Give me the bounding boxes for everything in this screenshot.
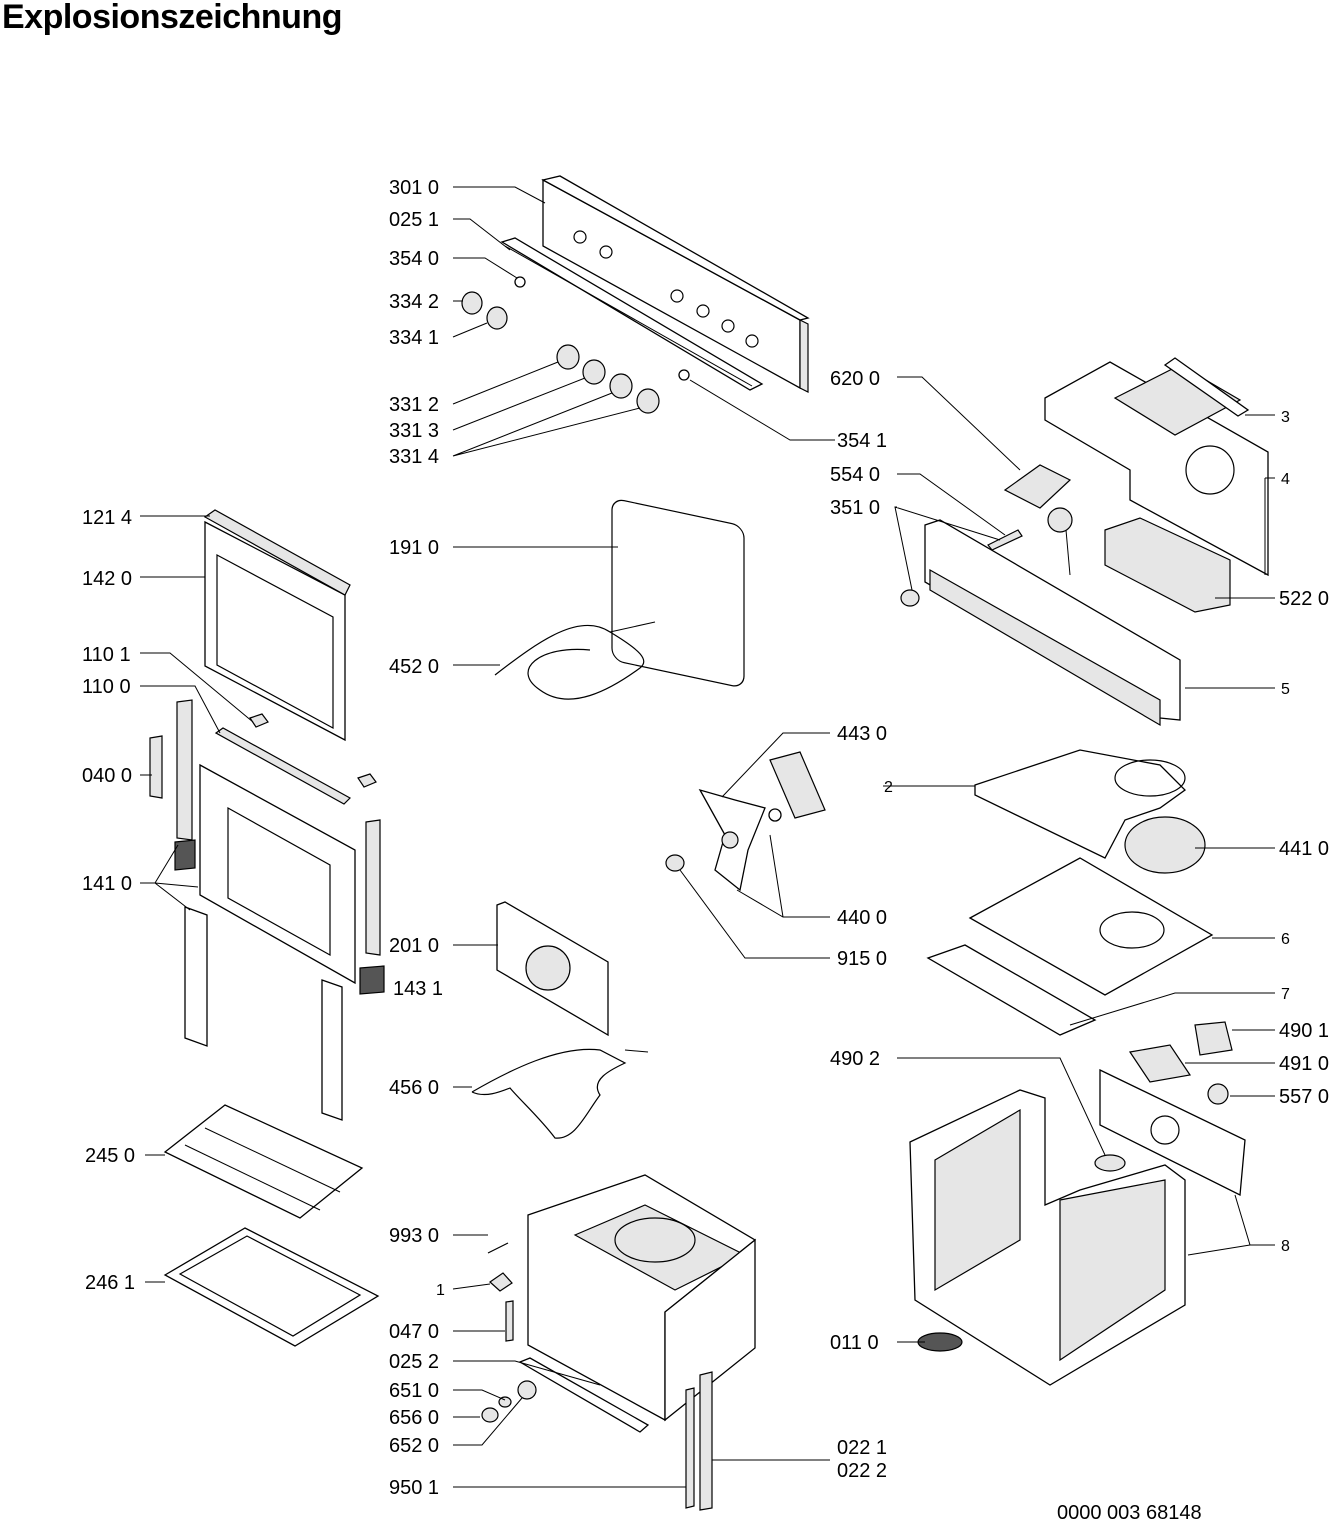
label-142-0: 142 0 [82, 568, 132, 590]
control-knobs [461, 276, 690, 414]
bottom-plate-7 [926, 944, 1097, 1036]
label-522-0: 522 0 [1279, 588, 1329, 610]
rear-panel-8 [1099, 1068, 1246, 1197]
label-334-1: 334 1 [389, 327, 439, 349]
label-452-0: 452 0 [389, 656, 439, 678]
label-557-0: 557 0 [1279, 1086, 1329, 1108]
oven-cavity [518, 1174, 757, 1511]
control-panel-rail [500, 237, 764, 391]
label-047-0: 047 0 [389, 1321, 439, 1343]
label-993-0: 993 0 [389, 1225, 439, 1247]
callout-1: 1 [436, 1282, 445, 1299]
label-491-0: 491 0 [1279, 1053, 1329, 1075]
label-334-2: 334 2 [389, 291, 439, 313]
label-440-0: 440 0 [837, 907, 887, 929]
callout-4: 4 [1281, 471, 1290, 488]
callout-8: 8 [1281, 1238, 1290, 1255]
label-651-0: 651 0 [389, 1380, 439, 1402]
fan-motor-441 [1124, 816, 1206, 874]
label-022-2: 022 2 [837, 1460, 887, 1482]
label-490-1: 490 1 [1279, 1020, 1329, 1042]
label-554-0: 554 0 [830, 464, 880, 486]
label-490-2: 490 2 [830, 1048, 880, 1070]
label-143-1: 143 1 [393, 978, 443, 1000]
label-620-0: 620 0 [830, 368, 880, 390]
label-301-0: 301 0 [389, 177, 439, 199]
top-grill-element-452 [494, 621, 656, 700]
label-354-0: 354 0 [389, 248, 439, 270]
label-331-2: 331 2 [389, 394, 439, 416]
label-025-2: 025 2 [389, 1351, 439, 1373]
label-652-0: 652 0 [389, 1435, 439, 1457]
thermostat-554 [987, 507, 1073, 576]
fan-motor-443 [768, 751, 826, 822]
page-title: Explosionszeichnung [2, 0, 342, 36]
bottom-element-456 [471, 1048, 649, 1139]
rear-control-board [1044, 357, 1269, 577]
label-351-0: 351 0 [830, 497, 880, 519]
label-245-0: 245 0 [85, 1145, 135, 1167]
callout-3: 3 [1281, 409, 1290, 426]
label-456-0: 456 0 [389, 1077, 439, 1099]
label-040-0: 040 0 [82, 765, 132, 787]
label-110-1: 110 1 [82, 644, 131, 666]
relay-module-522 [1104, 517, 1231, 613]
small-fixtures [481, 1242, 537, 1423]
small-parts-490-557 [1094, 1021, 1233, 1172]
front-control-housing [900, 519, 1181, 727]
label-656-0: 656 0 [389, 1407, 439, 1429]
label-022-1: 022 1 [837, 1437, 887, 1459]
callout-7: 7 [1281, 986, 1290, 1003]
door-seal-191 [611, 499, 745, 687]
wire-shelf-245 [163, 1104, 364, 1219]
label-110-0: 110 0 [82, 676, 131, 698]
label-141-0: 141 0 [82, 873, 132, 895]
label-011-0: 011 0 [830, 1332, 879, 1354]
switch-block-620 [1003, 464, 1072, 509]
door-side-strips [184, 906, 343, 1121]
label-441-0: 441 0 [1279, 838, 1329, 860]
bottom-cover-6 [968, 857, 1214, 996]
label-443-0: 443 0 [837, 723, 887, 745]
label-121-4: 121 4 [82, 507, 132, 529]
label-915-0: 915 0 [837, 948, 887, 970]
inner-door-glass [199, 763, 356, 985]
baking-tray-246 [163, 1227, 380, 1347]
door-hinges [149, 699, 385, 995]
outer-housing [909, 1089, 1186, 1386]
label-331-4: 331 4 [389, 446, 439, 468]
callout-2: 2 [884, 779, 893, 796]
label-950-1: 950 1 [389, 1477, 439, 1499]
callout-5: 5 [1281, 681, 1290, 698]
control-panel-fascia [541, 175, 810, 393]
label-025-1: 025 1 [389, 209, 439, 231]
label-354-1: 354 1 [837, 430, 887, 452]
label-201-0: 201 0 [389, 935, 439, 957]
part-labels: 301 0 025 1 354 0 334 2 334 1 331 2 331 … [82, 177, 1329, 1499]
fan-cover-201 [496, 901, 609, 1037]
fan-blade-440 [665, 788, 766, 892]
document-number: 0000 003 68148 [1057, 1502, 1202, 1524]
label-246-1: 246 1 [85, 1272, 135, 1294]
callout-6: 6 [1281, 931, 1290, 948]
leader-lines [140, 186, 1275, 1488]
outer-door-glass [203, 509, 351, 742]
top-cover-2 [974, 749, 1187, 859]
label-191-0: 191 0 [389, 537, 439, 559]
label-331-3: 331 3 [389, 420, 439, 442]
door-trim-110 [214, 713, 377, 805]
